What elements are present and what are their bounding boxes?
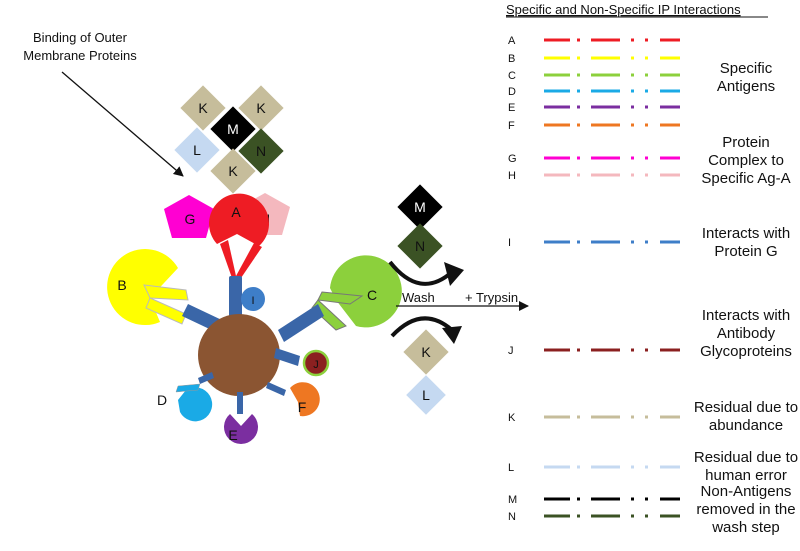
svg-text:K: K (228, 163, 238, 179)
wash-diamond-k: K (403, 329, 449, 375)
legend-letter: F (508, 120, 515, 132)
svg-text:F: F (298, 399, 307, 415)
curved-arrow-up-head (444, 262, 464, 286)
legend-letter: K (508, 412, 516, 424)
wash-diamond-n: N (397, 223, 443, 269)
curved-arrow-up (388, 260, 454, 286)
svg-text:E: E (228, 427, 237, 443)
svg-text:G: G (185, 211, 196, 227)
legend-description-line: Complex to (708, 152, 784, 169)
svg-text:N: N (415, 238, 425, 254)
svg-text:D: D (157, 392, 167, 408)
antibody-e: E (224, 392, 258, 444)
glycoprotein-j: J (274, 348, 330, 377)
legend-letter: J (508, 345, 514, 357)
trypsin-label: + Trypsin (465, 290, 518, 305)
legend-letter: C (508, 70, 516, 82)
diamond-k-1: K (180, 85, 226, 131)
svg-text:N: N (256, 143, 266, 159)
protein-cluster: K K M L N K (174, 85, 284, 194)
svg-text:K: K (256, 100, 266, 116)
legend-letter: D (508, 86, 516, 98)
legend-letter: H (508, 170, 516, 182)
svg-text:K: K (421, 344, 431, 360)
legend-row-b: B (508, 53, 680, 65)
legend-row-f: F (508, 120, 680, 132)
legend-description-line: Specific (720, 60, 773, 77)
antibody-c: C (278, 255, 402, 342)
wash-diamond-l: L (406, 375, 446, 415)
legend-description-line: Non-Antigens (701, 483, 792, 500)
legend-row-m: M (508, 494, 680, 506)
legend-row-h: H (508, 170, 680, 182)
caption-line-1: Binding of Outer (33, 30, 128, 45)
legend-row-k: K (508, 412, 680, 424)
legend-description-line: abundance (709, 417, 783, 434)
svg-text:K: K (198, 100, 208, 116)
svg-text:A: A (231, 204, 241, 220)
antibody-f: F (266, 382, 320, 417)
bead (198, 314, 280, 396)
legend-description-line: Interacts with (702, 225, 790, 242)
svg-text:B: B (117, 277, 126, 293)
legend-row-n: N (508, 511, 680, 523)
svg-text:M: M (414, 199, 426, 215)
legend-description-line: Residual due to (694, 399, 798, 416)
legend-row-i: I (508, 237, 680, 249)
legend-description-line: Specific Ag-A (701, 170, 790, 187)
legend-letter: A (508, 35, 516, 47)
legend-description-line: Protein G (714, 243, 777, 260)
diamond-l: L (174, 127, 220, 173)
caption-line-2: Membrane Proteins (23, 48, 137, 63)
legend-letter: N (508, 511, 516, 523)
legend-description-line: Protein (722, 134, 770, 151)
antibody-a (220, 240, 262, 318)
legend-letter: B (508, 53, 515, 65)
legend-description-line: Residual due to (694, 449, 798, 466)
protein-g-i: I (241, 287, 265, 311)
diamond-m: M (210, 106, 256, 152)
curved-arrow-down-head (442, 326, 462, 344)
pentagon-g: G (164, 195, 214, 238)
legend-description-line: human error (705, 467, 787, 484)
legend-description-line: Antigens (717, 78, 775, 95)
legend-row-a: A (508, 35, 680, 47)
legend-description-line: removed in the (696, 501, 795, 518)
legend-row-l: L (508, 462, 680, 474)
legend-description-line: Antibody (717, 325, 776, 342)
curved-arrow-down (390, 316, 454, 338)
legend-letter: M (508, 494, 517, 506)
legend-description-line: Glycoproteins (700, 343, 792, 360)
antigen-a: A (209, 193, 270, 246)
legend-letter: E (508, 102, 515, 114)
legend-description-line: wash step (711, 519, 780, 536)
legend-row-g: G (508, 153, 680, 165)
svg-text:M: M (227, 121, 239, 137)
wash-label: Wash (402, 290, 435, 305)
legend-row-e: E (508, 102, 680, 114)
svg-text:L: L (422, 387, 430, 403)
svg-text:L: L (193, 142, 201, 158)
svg-text:C: C (367, 287, 377, 303)
legend-letter: I (508, 237, 511, 249)
antibody-d: D (157, 372, 214, 422)
legend-title: Specific and Non-Specific IP Interaction… (506, 2, 741, 17)
diamond-k-3: K (210, 148, 256, 194)
legend-row-d: D (508, 86, 680, 98)
legend-row-j: J (508, 345, 680, 357)
svg-text:I: I (251, 295, 254, 307)
caption-arrow (61, 71, 184, 177)
legend-letter: L (508, 462, 514, 474)
wash-diamond-m: M (397, 184, 443, 230)
legend-description-line: Interacts with (702, 307, 790, 324)
svg-text:J: J (313, 359, 319, 371)
legend-letter: G (508, 153, 517, 165)
antibody-b: B (107, 249, 226, 334)
legend-row-c: C (508, 70, 680, 82)
